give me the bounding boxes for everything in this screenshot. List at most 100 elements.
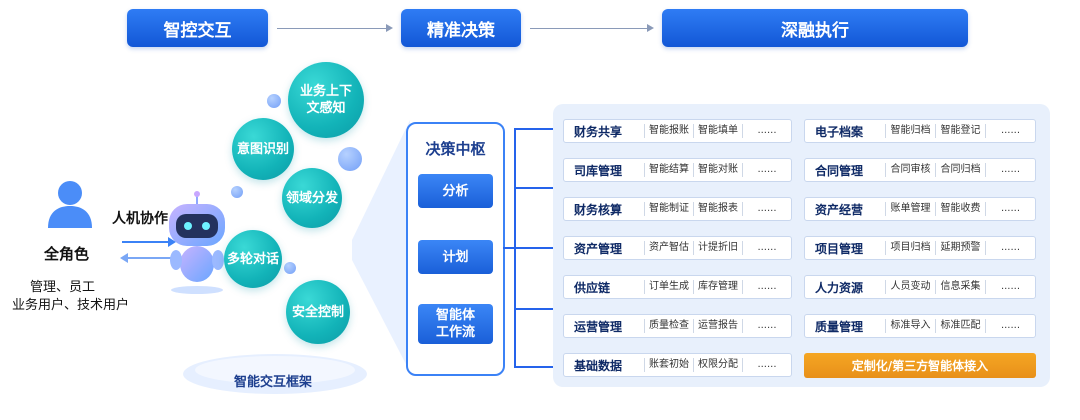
collab-label: 人机协作 [112, 211, 168, 227]
capability-card: 运营管理 质量检查 运营报告 ...... [563, 314, 792, 338]
card-item: 运营报告 [693, 319, 742, 333]
frame-label: 智能交互框架 [234, 375, 313, 390]
flow-arrow-2 [530, 28, 648, 29]
capability-card: 财务核算 智能制证 智能报表 ...... [563, 197, 792, 221]
decor-dot [338, 147, 362, 171]
bubble-multi-turn-dialogue: 多轮对话 [224, 230, 282, 288]
card-name: 资产管理 [574, 241, 623, 256]
card-item: ...... [985, 241, 1035, 255]
capability-card: 合同管理 合同审核 合同归档 ...... [804, 158, 1036, 182]
card-item: ...... [742, 202, 791, 216]
beam-to-hub [352, 120, 410, 372]
card-item: 合同归档 [935, 163, 985, 177]
card-item: ...... [742, 241, 791, 255]
card-item: 延期预警 [935, 241, 985, 255]
decor-dot [267, 94, 281, 108]
connector-tick [514, 308, 554, 310]
capability-card: 人力资源 人员变动 信息采集 ...... [804, 275, 1036, 299]
connector-tick [503, 247, 514, 249]
card-item: 智能填单 [693, 124, 742, 138]
capability-card: 基础数据 账套初始 权限分配 ...... [563, 353, 792, 377]
capability-card: 供应链 订单生成 库存管理 ...... [563, 275, 792, 299]
hub-item-agent-workflow: 智能体工作流 [418, 304, 493, 344]
card-name: 电子档案 [815, 124, 864, 139]
card-item: 智能登记 [935, 124, 985, 138]
decor-dot [284, 262, 296, 274]
robot-assistant-icon [169, 191, 225, 294]
card-name: 司库管理 [574, 163, 623, 178]
card-item: ...... [742, 163, 791, 177]
capability-card: 质量管理 标准导入 标准匹配 ...... [804, 314, 1036, 338]
connector-tick [514, 187, 554, 189]
platform-base [183, 354, 367, 394]
card-item: 质量检查 [644, 319, 693, 333]
card-item: 项目归档 [885, 241, 935, 255]
bubble-intent-recognition: 意图识别 [232, 118, 294, 180]
card-name: 财务共享 [574, 124, 623, 139]
card-item: 智能归档 [885, 124, 935, 138]
capability-card: 资产管理 资产智估 计提折旧 ...... [563, 236, 792, 260]
card-item: 库存管理 [693, 280, 742, 294]
bubble-context-awareness: 业务上下文感知 [288, 62, 364, 138]
connector-tick [514, 247, 554, 249]
flow-arrow-1 [277, 28, 387, 29]
card-item: ...... [985, 163, 1035, 177]
card-item: 信息采集 [935, 280, 985, 294]
role-title: 全角色 [44, 245, 90, 263]
card-item: ...... [985, 280, 1035, 294]
stage-header-interaction: 智控交互 [127, 9, 268, 47]
card-name: 财务核算 [574, 202, 623, 217]
decor-dot [231, 186, 243, 198]
flow-arrowhead-2 [647, 24, 654, 32]
decision-hub: 决策中枢 分析 计划 智能体工作流 [406, 122, 505, 376]
card-name: 项目管理 [815, 241, 864, 256]
role-desc-line2: 业务用户、技术用户 [12, 298, 130, 313]
card-item: 账单管理 [885, 202, 935, 216]
capability-card: 司库管理 智能结算 智能对账 ...... [563, 158, 792, 182]
card-item: 智能对账 [693, 163, 742, 177]
card-item: 订单生成 [644, 280, 693, 294]
connector-tick [514, 128, 554, 130]
capability-card: 财务共享 智能报账 智能填单 ...... [563, 119, 792, 143]
user-icon [48, 181, 92, 228]
card-item: 标准导入 [885, 319, 935, 333]
hub-title: 决策中枢 [425, 140, 486, 158]
card-name: 基础数据 [574, 358, 623, 373]
card-name: 供应链 [574, 280, 611, 295]
role-desc-line1: 管理、员工 [30, 280, 96, 295]
card-item: 计提折旧 [693, 241, 742, 255]
capability-card: 资产经营 账单管理 智能收费 ...... [804, 197, 1036, 221]
card-item: ...... [985, 202, 1035, 216]
card-item: ...... [742, 280, 791, 294]
capability-card: 电子档案 智能归档 智能登记 ...... [804, 119, 1036, 143]
card-item: 智能结算 [644, 163, 693, 177]
custom-agent-access-banner: 定制化/第三方智能体接入 [804, 353, 1036, 378]
bubble-domain-dispatch: 领域分发 [282, 168, 342, 228]
card-item: 人员变动 [885, 280, 935, 294]
card-item: 权限分配 [693, 358, 742, 372]
exchange-arrows-icon [120, 237, 176, 263]
card-item: 标准匹配 [935, 319, 985, 333]
card-name: 资产经营 [815, 202, 864, 217]
hub-item-analysis: 分析 [418, 174, 493, 208]
card-item: 合同审核 [885, 163, 935, 177]
card-item: ...... [742, 124, 791, 138]
connector-tick [514, 366, 554, 368]
card-item: ...... [985, 319, 1035, 333]
card-name: 合同管理 [815, 163, 864, 178]
card-item: 智能报账 [644, 124, 693, 138]
card-item: 智能收费 [935, 202, 985, 216]
card-item: ...... [742, 319, 791, 333]
stage-header-decision: 精准决策 [401, 9, 521, 47]
card-item: ...... [742, 358, 791, 372]
card-item: 账套初始 [644, 358, 693, 372]
card-name: 人力资源 [815, 280, 864, 295]
capability-card: 项目管理 项目归档 延期预警 ...... [804, 236, 1036, 260]
card-name: 质量管理 [815, 319, 864, 334]
hub-item-plan: 计划 [418, 240, 493, 274]
card-item: 资产智估 [644, 241, 693, 255]
stage-header-execution: 深融执行 [662, 9, 968, 47]
card-item: 智能报表 [693, 202, 742, 216]
card-item: ...... [985, 124, 1035, 138]
flow-arrowhead-1 [386, 24, 393, 32]
